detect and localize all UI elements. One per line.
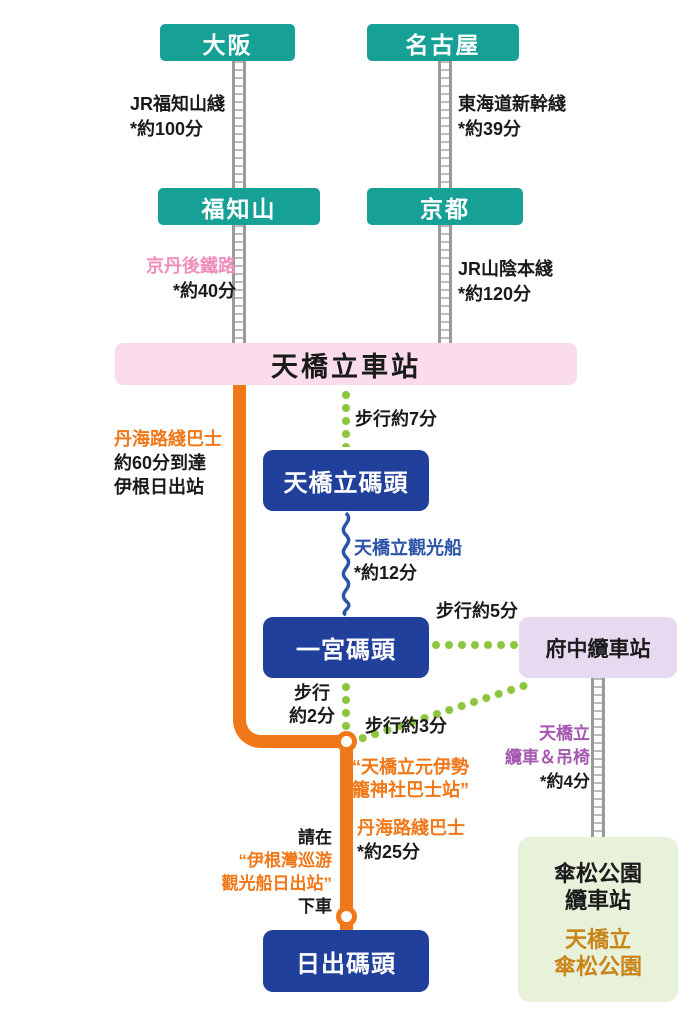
walk-text-line2: 約2分 [288,706,335,726]
bus-stop-line2: 籠神社巴士站” [352,780,469,800]
leg-destination: 伊根日出站 [114,477,204,497]
ropeway-box-fuchu: 府中纜車站 [519,617,677,678]
bus-route-line-lower [340,741,353,930]
ropeway-label-fuchu: 府中纜車站 [545,637,651,661]
bus-stop-label-jinja: “天橋立元伊勢 籠神社巴士站” [352,756,469,802]
pier-box-amanohashidate: 天橋立碼頭 [263,450,429,511]
walk-text-line1: 步行 [294,683,330,703]
pier-label-ichinomiya: 一宮碼頭 [296,637,396,664]
bus-route-line [233,385,346,748]
leg-duration: *約39分 [458,119,522,139]
station-label-kyoto: 京都 [420,195,470,222]
leg-name: 丹海路綫巴士 [114,429,222,449]
leg-label-shinkansen: 東海道新幹綫 *約39分 [458,92,566,142]
park-box-kasamatsu: 傘松公園 纜車站 天橋立 傘松公園 [518,837,678,1002]
station-label-osaka: 大阪 [202,31,253,58]
pier-box-hinode: 日出碼頭 [263,930,429,992]
leg-label-ropeway: 天橋立 纜車＆吊椅 *約4分 [500,722,590,794]
kasamatsu-park-line1: 天橋立 [564,926,631,952]
alight-line1: 請在 [298,828,332,847]
walk-label-5min: 步行約5分 [436,599,518,624]
bus-stop-line1: “天橋立元伊勢 [352,757,469,777]
railway-track-fukuchiyama-amanohashidate [232,225,246,343]
leg-duration: *約25分 [357,842,421,862]
leg-duration: *約100分 [130,119,204,139]
leg-duration: *約4分 [539,772,590,791]
kasamatsu-ropeway-line1: 傘松公園 [553,860,642,886]
railway-track-nagoya-kyoto [438,61,452,188]
kasamatsu-park-line2: 傘松公園 [553,953,642,979]
station-box-osaka: 大阪 [160,24,295,61]
walk-dots-pier-to-ropeway [430,639,520,651]
railway-track-kyoto-amanohashidate [438,225,452,343]
station-label-fukuchiyama: 福知山 [201,195,277,222]
leg-name: 天橋立觀光船 [354,538,462,558]
walk-label-7min: 步行約7分 [355,407,437,432]
station-box-nagoya: 名古屋 [367,24,519,61]
alight-line2: “伊根灣巡游 [238,851,333,870]
leg-duration: *約120分 [458,284,532,304]
leg-label-sightseeing-boat: 天橋立觀光船 *約12分 [354,536,462,586]
alight-line3: 觀光船日出站” [221,874,333,893]
walk-text: 步行約3分 [365,716,448,736]
station-box-kyoto: 京都 [367,188,523,225]
walk-label-3min: 步行約3分 [365,714,447,739]
station-label-nagoya: 名古屋 [405,31,481,58]
bus-stop-marker-hinode [336,906,357,927]
leg-duration: *約12分 [354,563,418,583]
leg-name-line1: 天橋立 [539,724,590,743]
leg-label-jr-sanin: JR山陰本綫 *約120分 [458,257,553,307]
railway-track-osaka-fukuchiyama [232,61,246,188]
leg-label-tankai-bus-1: 丹海路綫巴士 約60分到達 伊根日出站 [114,427,222,499]
bus-stop-marker-jinja [336,731,357,752]
leg-name: 京丹後鐵路 [146,256,236,276]
leg-name: JR山陰本綫 [458,259,554,279]
walk-text: 步行約5分 [436,601,519,621]
leg-name-line2: 纜車＆吊椅 [505,748,590,767]
walk-label-2min: 步行 約2分 [282,682,342,728]
leg-duration: *約40分 [172,281,236,301]
leg-name: 東海道新幹綫 [458,94,566,114]
pier-label-hinode: 日出碼頭 [296,950,396,978]
pier-label-amanohashidate: 天橋立碼頭 [283,470,409,497]
ropeway-track-fuchu-kasamatsu [591,678,605,837]
leg-name: JR福知山綫 [130,94,226,114]
station-bar-amanohashidate: 天橋立車站 [115,343,577,385]
pier-box-ichinomiya: 一宮碼頭 [263,617,429,678]
station-box-fukuchiyama: 福知山 [158,188,320,225]
kasamatsu-park-label: 天橋立 傘松公園 [554,926,642,980]
walk-dots-pier-to-busstop [340,681,352,733]
leg-name: 丹海路綫巴士 [357,818,465,838]
alight-line4: 下車 [298,897,332,916]
leg-label-tankai-bus-2: 丹海路綫巴士 *約25分 [357,816,465,864]
alight-note: 請在 “伊根灣巡游 觀光船日出站” 下車 [210,826,333,918]
walk-dots-station-to-pier [340,389,352,447]
kasamatsu-ropeway-station-label: 傘松公園 纜車站 [554,860,642,914]
walk-text: 步行約7分 [355,409,438,429]
kasamatsu-ropeway-line2: 纜車站 [564,887,631,913]
leg-duration: 約60分到達 [114,453,207,473]
station-label-amanohashidate: 天橋立車站 [271,351,421,382]
boat-route-line [336,511,356,622]
leg-label-kyotango: 京丹後鐵路 *約40分 [118,254,236,304]
leg-label-jr-fukuchiyama: JR福知山綫 *約100分 [130,92,225,142]
